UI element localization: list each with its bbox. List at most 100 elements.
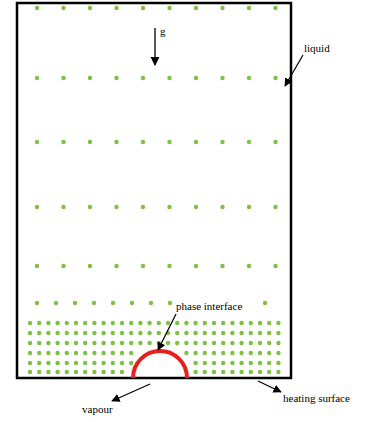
liquid-dot <box>55 370 59 374</box>
liquid-dot <box>61 6 65 10</box>
liquid-dot <box>46 341 50 345</box>
liquid-dot <box>114 140 118 144</box>
liquid-dot <box>65 351 69 355</box>
liquid-dot <box>230 361 234 365</box>
leader-line <box>158 314 176 350</box>
liquid-dot <box>221 321 225 325</box>
liquid-dot <box>147 321 151 325</box>
liquid-dot <box>141 140 145 144</box>
liquid-dot <box>28 351 32 355</box>
liquid-dot <box>101 370 105 374</box>
liquid-dot <box>111 341 115 345</box>
liquid-dot <box>111 331 115 335</box>
liquid-dot <box>55 321 59 325</box>
liquid-dot <box>54 301 58 305</box>
liquid-dot <box>129 321 133 325</box>
liquid-dot <box>55 361 59 365</box>
liquid-dot <box>220 6 224 10</box>
liquid-dot <box>101 321 105 325</box>
liquid-dot <box>65 361 69 365</box>
liquid-dot <box>83 321 87 325</box>
liquid-dot <box>258 361 262 365</box>
liquid-dot <box>276 361 280 365</box>
liquid-dot <box>221 331 225 335</box>
liquid-dot <box>239 361 243 365</box>
liquid-dot <box>230 331 234 335</box>
liquid-dot <box>258 351 262 355</box>
liquid-dot <box>101 361 105 365</box>
liquid-dot <box>267 321 271 325</box>
liquid-dot <box>74 331 78 335</box>
liquid-dot <box>46 370 50 374</box>
liquid-dot <box>92 351 96 355</box>
liquid-dot <box>276 351 280 355</box>
liquid-dot <box>249 370 253 374</box>
liquid-dot <box>247 205 251 209</box>
liquid-dot <box>129 341 133 345</box>
liquid-dot <box>193 351 197 355</box>
liquid-dot <box>37 361 41 365</box>
liquid-dot <box>138 331 142 335</box>
liquid-dot <box>175 331 179 335</box>
liquid-dot <box>114 6 118 10</box>
liquid-dot <box>249 321 253 325</box>
liquid-dot <box>263 301 267 305</box>
liquid-dot <box>167 205 171 209</box>
liquid-dot <box>114 205 118 209</box>
liquid-dot <box>35 76 39 80</box>
liquid-dot <box>230 341 234 345</box>
liquid-dot <box>111 321 115 325</box>
liquid-dot <box>111 351 115 355</box>
liquid-dot <box>74 321 78 325</box>
liquid-dot <box>92 331 96 335</box>
liquid-dot <box>120 331 124 335</box>
liquid-dot <box>65 321 69 325</box>
liquid-dot <box>276 370 280 374</box>
liquid-dot <box>35 264 39 268</box>
liquid-dot <box>88 140 92 144</box>
liquid-dot <box>141 205 145 209</box>
liquid-dot <box>175 341 179 345</box>
liquid-dot <box>184 341 188 345</box>
liquid-dot <box>55 341 59 345</box>
liquid-dot <box>88 205 92 209</box>
liquid-dot <box>92 321 96 325</box>
liquid-dot <box>212 351 216 355</box>
liquid-dot <box>35 6 39 10</box>
liquid-dot <box>37 341 41 345</box>
liquid-dot <box>65 341 69 345</box>
liquid-dot <box>74 341 78 345</box>
container <box>17 3 291 378</box>
liquid-dot <box>203 331 207 335</box>
liquid-dot <box>239 370 243 374</box>
callout-label: liquid <box>304 42 330 54</box>
liquid-dot <box>276 331 280 335</box>
liquid-dot <box>167 264 171 268</box>
liquid-dot <box>55 351 59 355</box>
liquid-dot <box>175 321 179 325</box>
liquid-dot <box>230 351 234 355</box>
liquid-dot <box>249 341 253 345</box>
liquid-dot <box>74 370 78 374</box>
liquid-dot <box>267 341 271 345</box>
liquid-dot <box>83 331 87 335</box>
liquid-dot <box>167 76 171 80</box>
liquid-dot <box>258 341 262 345</box>
liquid-dot <box>88 264 92 268</box>
liquid-dot <box>167 140 171 144</box>
liquid-dot <box>267 331 271 335</box>
liquid-dot <box>230 370 234 374</box>
liquid-dot <box>65 331 69 335</box>
liquid-dot <box>129 351 133 355</box>
liquid-dot <box>249 351 253 355</box>
liquid-dot <box>220 76 224 80</box>
liquid-dot <box>184 351 188 355</box>
liquid-dot <box>166 321 170 325</box>
liquid-dot <box>130 301 134 305</box>
liquid-dot <box>193 370 197 374</box>
liquid-dot <box>212 341 216 345</box>
liquid-dot <box>212 370 216 374</box>
liquid-dot <box>212 331 216 335</box>
liquid-dot <box>35 205 39 209</box>
liquid-dot <box>220 140 224 144</box>
